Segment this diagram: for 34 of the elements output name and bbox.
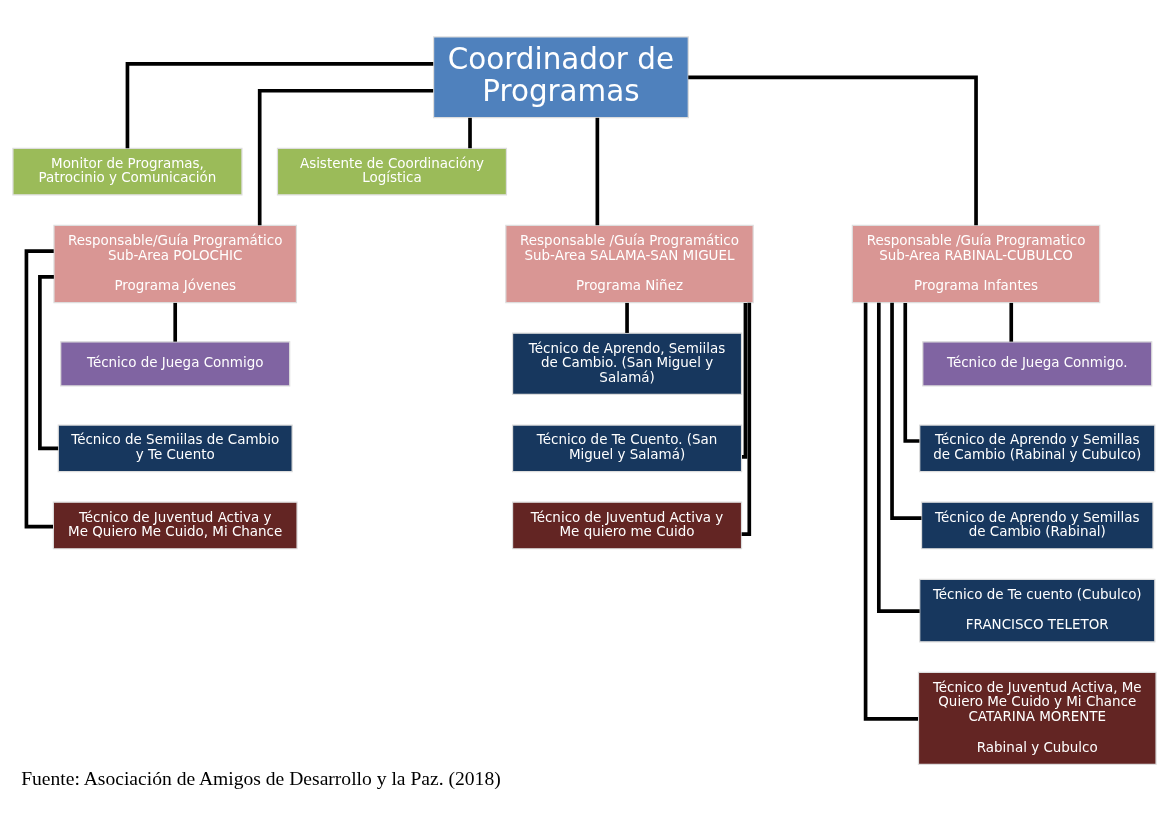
connector xyxy=(468,117,472,148)
connector xyxy=(125,61,434,148)
node-box: Técnico de Juventud Activa y Me quiero me Cuido xyxy=(511,501,743,549)
node-box: Asistente de Coordinacióny Logística xyxy=(276,147,508,195)
node-box: Coordinador de Programas xyxy=(432,35,689,118)
node-box: Técnico de Juega Conmigo. xyxy=(922,340,1153,386)
connector xyxy=(863,302,919,721)
connector xyxy=(24,248,54,529)
node-box: Responsable/Guía Programático Sub-Area POLOCHIC Programa Jóvenes xyxy=(53,224,298,303)
connector xyxy=(173,302,178,342)
node-box: Técnico de Te Cuento. (San Miguel y Salamá) xyxy=(511,423,743,472)
connector xyxy=(741,302,752,536)
connector xyxy=(595,117,600,225)
connector xyxy=(890,302,922,520)
node-box: Técnico de Juega Conmigo xyxy=(60,340,291,386)
connector xyxy=(38,274,59,450)
node-box: Técnico de Aprendo y Semillas de Cambio (Rabinal) xyxy=(920,501,1154,549)
node-box: Técnico de Te cuento (Cubulco) FRANCISCO TELETOR xyxy=(919,578,1156,642)
connector xyxy=(1009,302,1014,342)
node-box: Técnico de Juventud Activa, Me Quiero Me Cuido y Mi Chance CATARINA MORENTE Rabinal y Cubulco xyxy=(917,671,1157,765)
node-box: Responsable /Guía Programatico Sub-Area RABINAL-CUBULCO Programa Infantes xyxy=(851,224,1101,303)
caption: Fuente: Asociación de Amigos de Desarrollo y la Paz. (2018) xyxy=(21,767,501,789)
connector xyxy=(742,302,748,459)
connector xyxy=(688,74,978,225)
node-box: Monitor de Programas, Patrocinio y Comunicación xyxy=(12,147,243,195)
node-box: Técnico de Juventud Activa y Me Quiero Me Cuido, Mi Chance xyxy=(52,501,298,549)
node-box: Responsable /Guía Programático Sub-Area SALAMA-SAN MIGUEL Programa Niñez xyxy=(505,224,754,303)
connector xyxy=(903,302,920,443)
connector xyxy=(257,88,434,225)
connector xyxy=(876,302,920,613)
node-box: Técnico de Aprendo, Semiilas de Cambio. (San Miguel y Salamá) xyxy=(511,332,743,395)
node-box: Técnico de Aprendo y Semillas de Cambio (Rabinal y Cubulco) xyxy=(919,423,1156,472)
node-box: Técnico de Semiilas de Cambio y Te Cuento xyxy=(57,423,293,472)
connector xyxy=(625,302,629,333)
